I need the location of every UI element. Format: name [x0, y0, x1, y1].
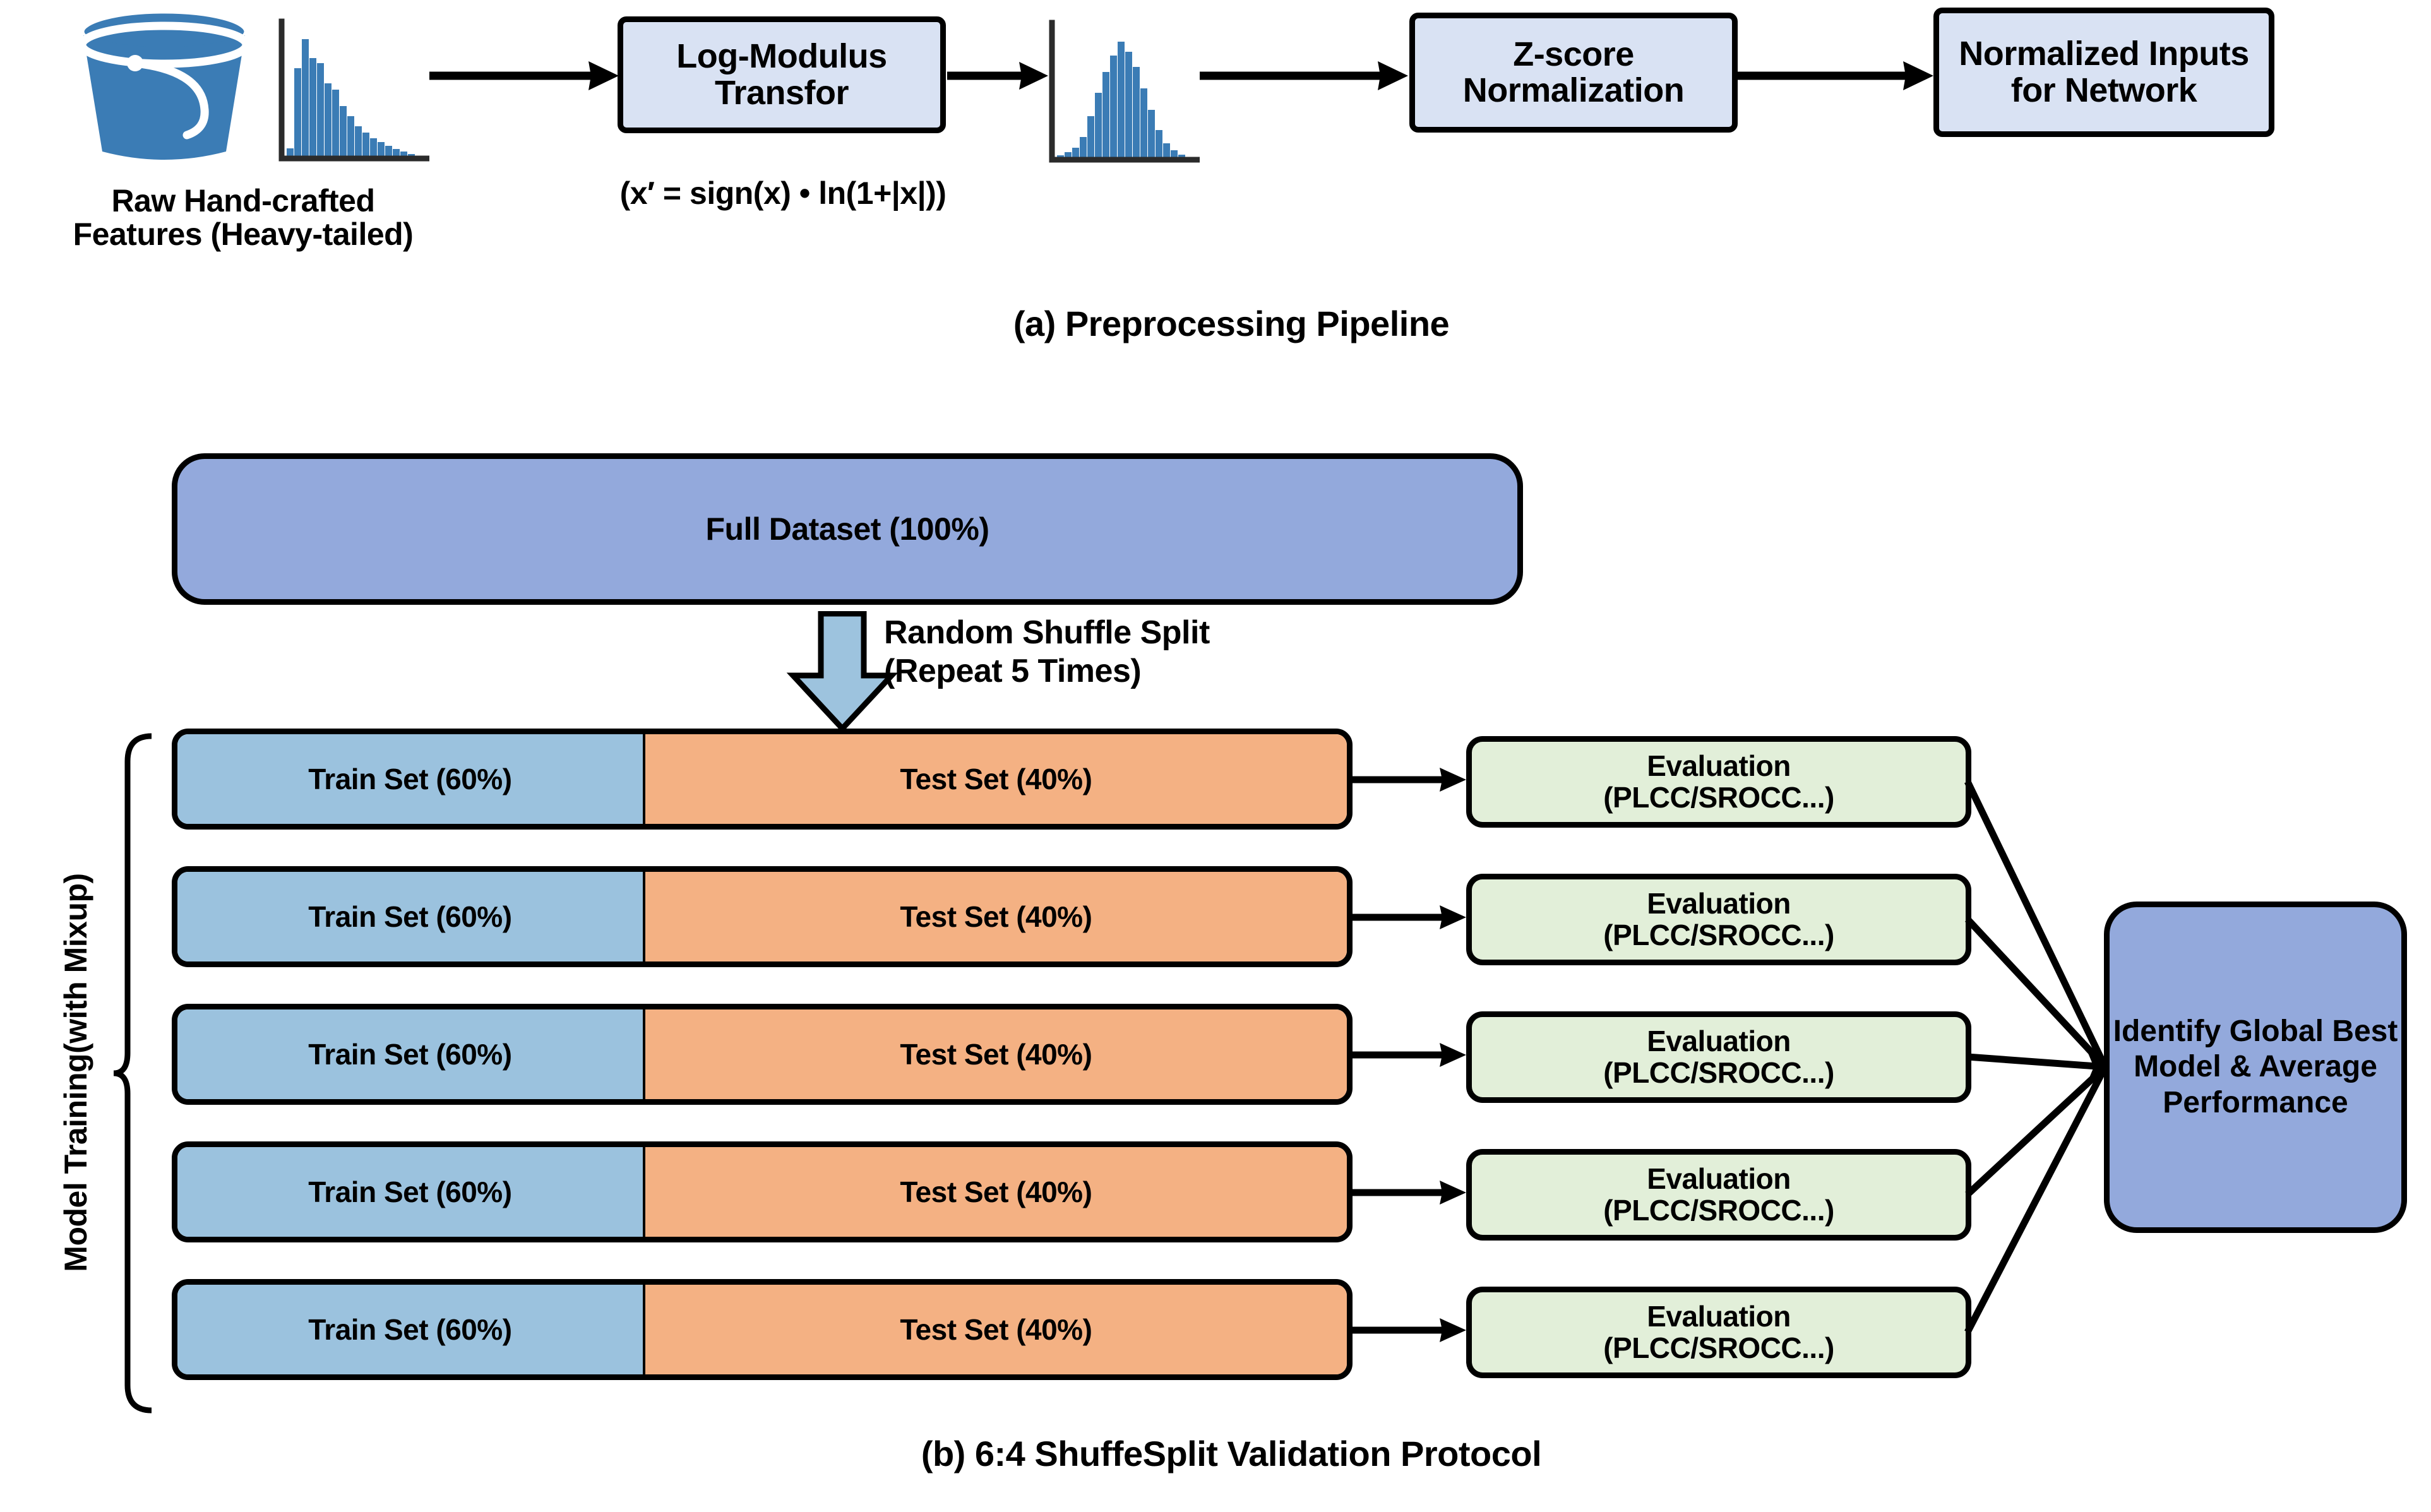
arrow-logmodulus-to-histogram [947, 57, 1048, 95]
log-modulus-formula: (x′ = sign(x) • ln(1+|x|)) [619, 176, 947, 211]
evaluation-line-2: (PLCC/SROCC...) [1603, 1193, 1834, 1227]
raw-features-label: Raw Hand-crafted Features (Heavy-tailed) [73, 183, 414, 252]
evaluation-label: Evaluation (PLCC/SROCC...) [1603, 1024, 1834, 1089]
full-dataset-box[interactable]: Full Dataset (100%) [172, 453, 1523, 605]
converging-arrows [1964, 726, 2122, 1395]
split-row[interactable]: Train Set (60%) Test Set (40%) [172, 729, 1353, 830]
evaluation-box[interactable]: Evaluation (PLCC/SROCC...) [1466, 1011, 1971, 1103]
evaluation-line-2: (PLCC/SROCC...) [1603, 1331, 1834, 1364]
heavy-tailed-histogram-icon [265, 13, 429, 167]
model-training-brace [112, 732, 157, 1414]
evaluation-line-1: Evaluation [1647, 886, 1791, 920]
test-set-segment[interactable]: Test Set (40%) [645, 734, 1347, 824]
test-set-segment[interactable]: Test Set (40%) [645, 1285, 1347, 1374]
evaluation-box[interactable]: Evaluation (PLCC/SROCC...) [1466, 874, 1971, 965]
evaluation-line-1: Evaluation [1647, 1299, 1791, 1333]
evaluation-box[interactable]: Evaluation (PLCC/SROCC...) [1466, 1149, 1971, 1241]
model-training-label-text: Model Training(with Mixup) [58, 873, 93, 1272]
evaluation-box[interactable]: Evaluation (PLCC/SROCC...) [1466, 736, 1971, 828]
arrow-split-to-eval [1353, 1038, 1466, 1072]
random-shuffle-split-label: Random Shuffle Split (Repeat 5 Times) [884, 616, 1402, 688]
test-set-segment[interactable]: Test Set (40%) [645, 872, 1347, 961]
split-row[interactable]: Train Set (60%) Test Set (40%) [172, 1004, 1353, 1105]
normal-histogram-icon [1036, 14, 1200, 169]
evaluation-line-1: Evaluation [1647, 1024, 1791, 1057]
split-label-line-2: (Repeat 5 Times) [884, 652, 1142, 689]
train-set-segment[interactable]: Train Set (60%) [177, 734, 645, 824]
evaluation-box[interactable]: Evaluation (PLCC/SROCC...) [1466, 1287, 1971, 1378]
node-zscore-normalization[interactable]: Z-score Normalization [1409, 13, 1738, 133]
node-log-modulus[interactable]: Log-Modulus Transfor [618, 16, 946, 133]
bucket-icon [69, 5, 259, 166]
arrow-split-to-eval [1353, 763, 1466, 797]
evaluation-label: Evaluation (PLCC/SROCC...) [1603, 749, 1834, 814]
split-label-line-1: Random Shuffle Split [884, 614, 1210, 651]
test-set-segment[interactable]: Test Set (40%) [645, 1147, 1347, 1237]
arrow-histogram-to-zscore [1200, 57, 1408, 95]
arrow-split-to-eval [1353, 1176, 1466, 1210]
test-set-segment[interactable]: Test Set (40%) [645, 1009, 1347, 1099]
train-set-segment[interactable]: Train Set (60%) [177, 872, 645, 961]
arrow-split-to-eval [1353, 1313, 1466, 1347]
evaluation-line-1: Evaluation [1647, 1162, 1791, 1195]
identify-best-model-box[interactable]: Identify Global Best Model & Average Per… [2104, 902, 2407, 1233]
evaluation-label: Evaluation (PLCC/SROCC...) [1603, 888, 1834, 951]
split-row[interactable]: Train Set (60%) Test Set (40%) [172, 1141, 1353, 1242]
evaluation-line-1: Evaluation [1647, 749, 1791, 782]
train-set-segment[interactable]: Train Set (60%) [177, 1147, 645, 1237]
panel-b-caption: (b) 6:4 ShuffeSplit Validation Protocol [921, 1434, 1542, 1473]
arrow-source-to-logmodulus [429, 57, 619, 95]
evaluation-line-2: (PLCC/SROCC...) [1603, 1056, 1834, 1089]
evaluation-line-2: (PLCC/SROCC...) [1603, 918, 1834, 951]
evaluation-label: Evaluation (PLCC/SROCC...) [1603, 1162, 1834, 1227]
train-set-segment[interactable]: Train Set (60%) [177, 1009, 645, 1099]
arrow-zscore-to-normalized [1738, 57, 1933, 95]
arrow-split-to-eval [1353, 900, 1466, 934]
split-row[interactable]: Train Set (60%) Test Set (40%) [172, 1279, 1353, 1380]
panel-a-caption: (a) Preprocessing Pipeline [1013, 304, 1450, 343]
evaluation-line-2: (PLCC/SROCC...) [1603, 780, 1834, 814]
evaluation-label: Evaluation (PLCC/SROCC...) [1603, 1301, 1834, 1364]
split-row[interactable]: Train Set (60%) Test Set (40%) [172, 866, 1353, 967]
random-shuffle-split-arrow [784, 611, 904, 731]
node-normalized-inputs[interactable]: Normalized Inputs for Network [1933, 8, 2274, 137]
train-set-segment[interactable]: Train Set (60%) [177, 1285, 645, 1374]
